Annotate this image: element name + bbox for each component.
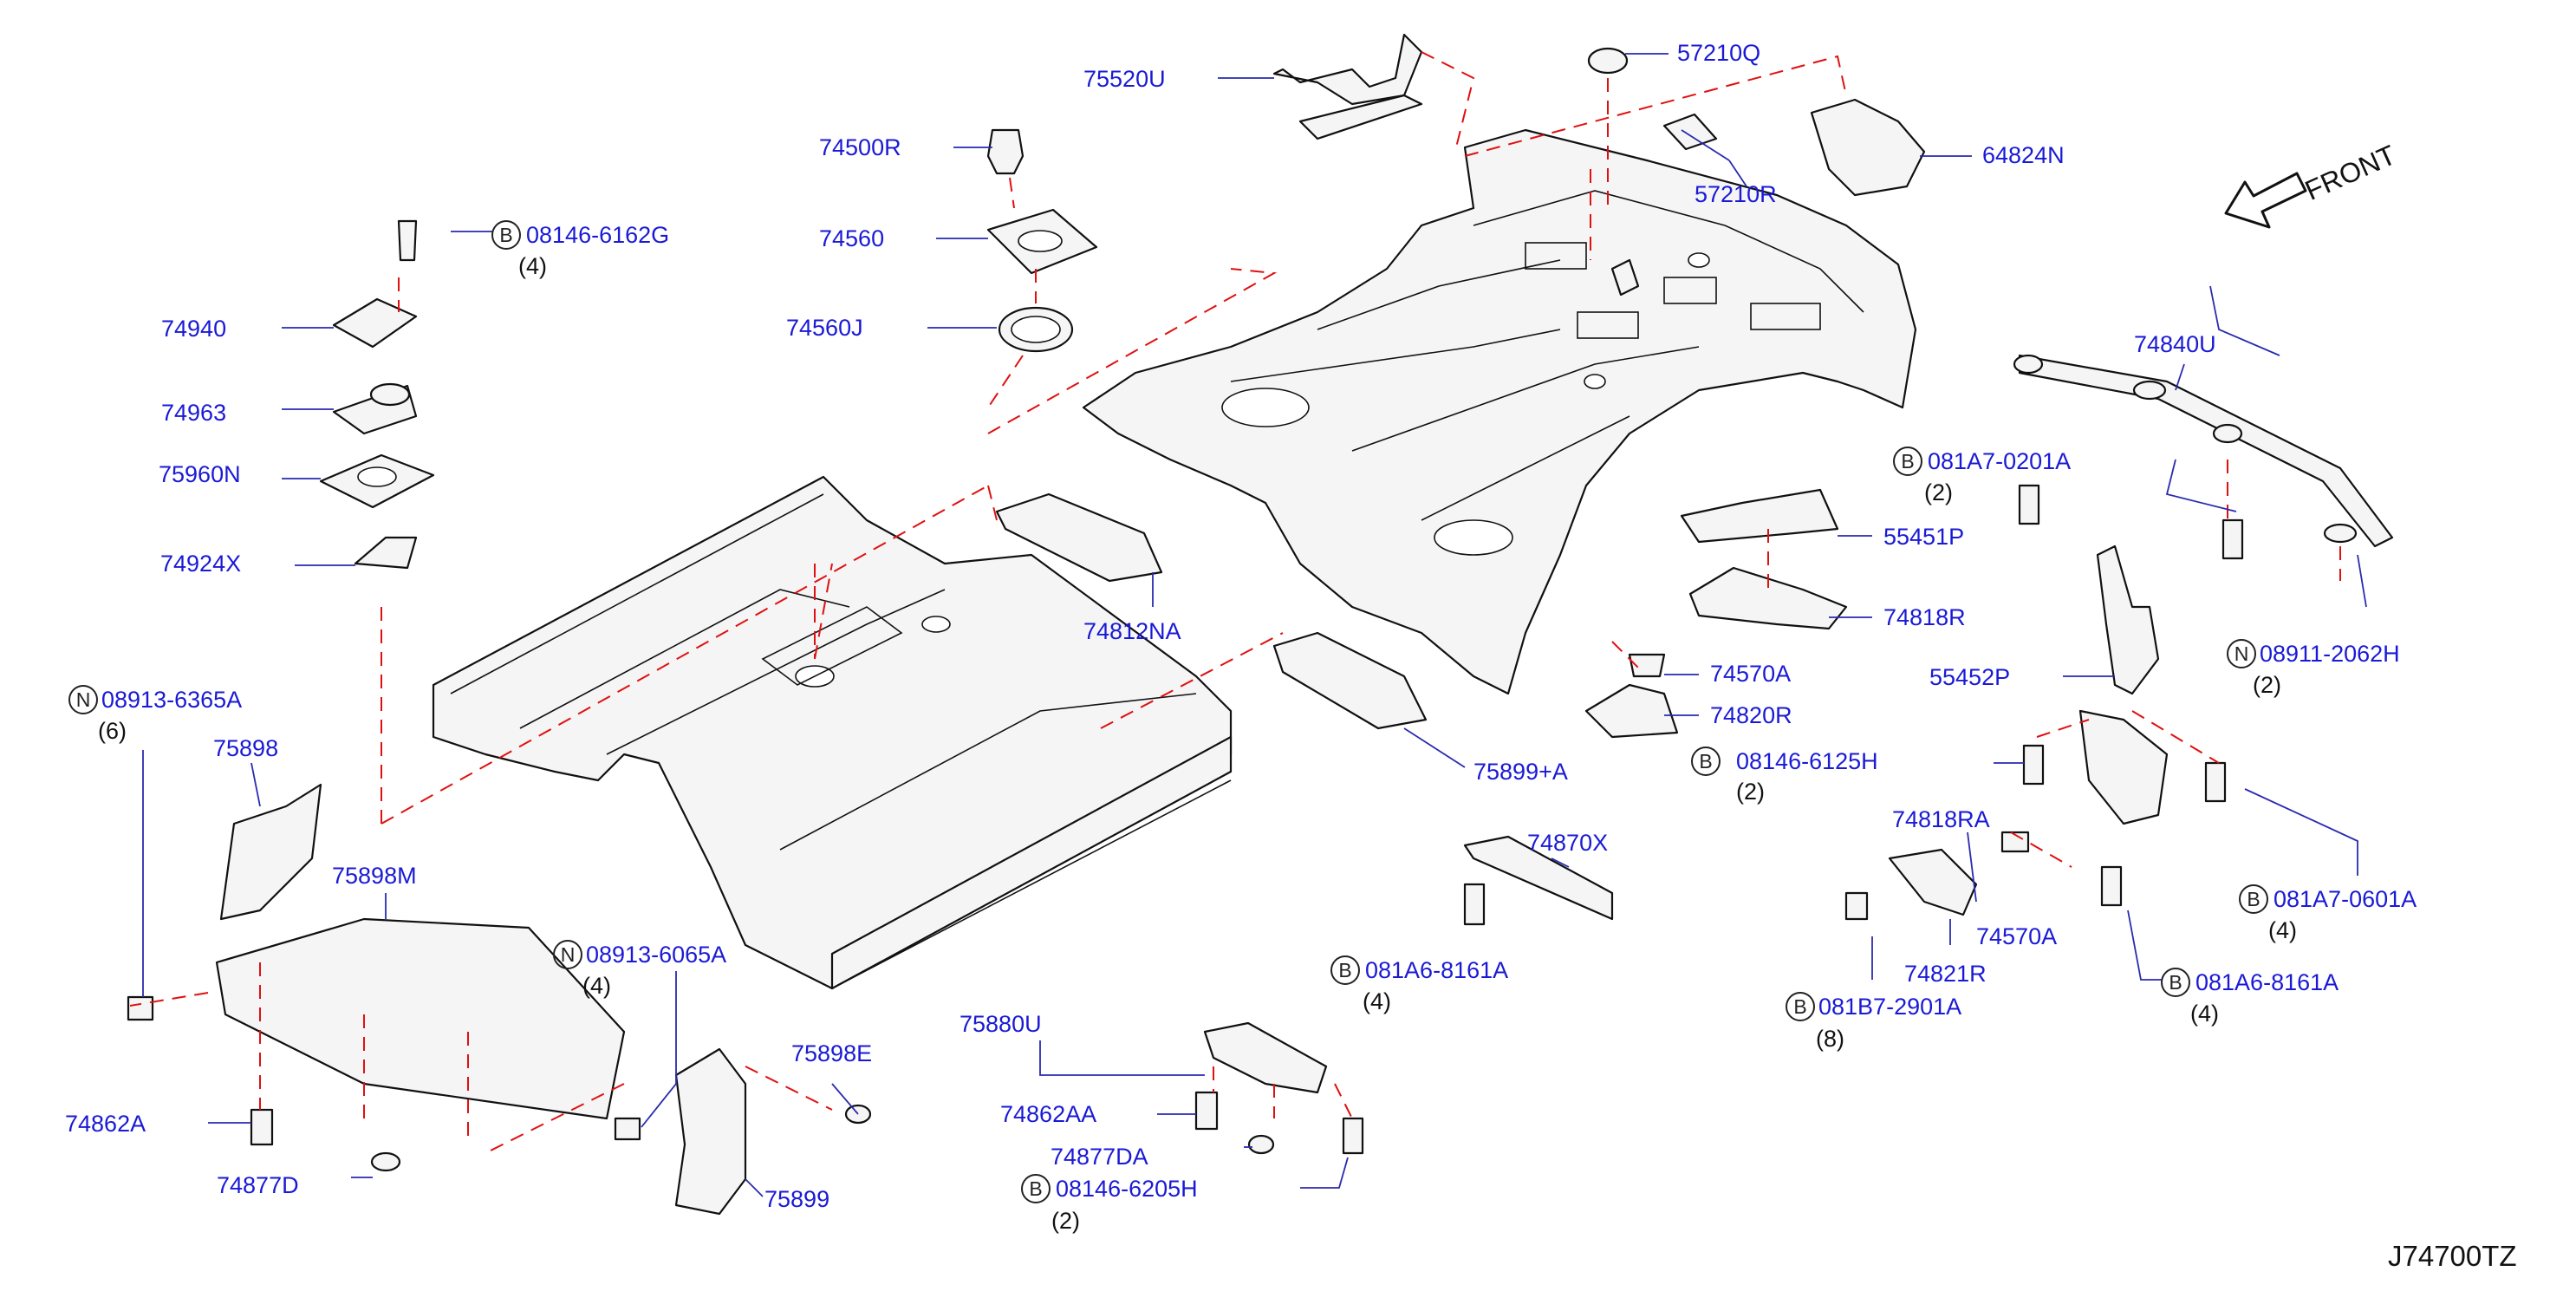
callout-74570A-lower[interactable]: 74570A bbox=[1976, 923, 2058, 949]
fastener-qty: (4) bbox=[582, 973, 611, 999]
fastener-prefix: B bbox=[1893, 447, 1922, 476]
fastener-qty: (4) bbox=[518, 253, 547, 279]
fastener-prefix: B bbox=[1691, 747, 1721, 776]
fastener-qty: (4) bbox=[2268, 917, 2297, 943]
callout-75880U[interactable]: 75880U bbox=[959, 1011, 1042, 1037]
fastener-081A6-8161A[interactable]: 081A6-8161A bbox=[1365, 957, 1509, 983]
callout-74560[interactable]: 74560 bbox=[819, 225, 885, 251]
fastener-08913-6365A[interactable]: 08913-6365A bbox=[101, 687, 243, 713]
fastener-prefix: N bbox=[2227, 639, 2256, 668]
callout-74820R[interactable]: 74820R bbox=[1710, 702, 1792, 728]
callout-75898M[interactable]: 75898M bbox=[332, 863, 417, 889]
front-floor-panel bbox=[432, 475, 1233, 990]
fastener-prefix: B bbox=[2161, 968, 2190, 997]
callout-74877D[interactable]: 74877D bbox=[217, 1172, 299, 1198]
fastener-081A7-0201A[interactable]: 081A7-0201A bbox=[1928, 448, 2072, 474]
fastener-qty: (6) bbox=[98, 718, 127, 744]
fastener-prefix: N bbox=[68, 685, 98, 714]
fastener-prefix: B bbox=[1021, 1174, 1051, 1203]
callout-74877DA[interactable]: 74877DA bbox=[1051, 1144, 1148, 1170]
fastener-prefix: B bbox=[491, 220, 521, 250]
callout-75960N[interactable]: 75960N bbox=[159, 461, 241, 487]
callout-55451P[interactable]: 55451P bbox=[1883, 524, 1965, 550]
rear-floor-panel bbox=[1082, 128, 1917, 695]
callout-75898[interactable]: 75898 bbox=[213, 735, 279, 761]
callout-74560J[interactable]: 74560J bbox=[786, 315, 863, 341]
fastener-qty: (8) bbox=[1816, 1026, 1844, 1052]
fastener-08911-2062H[interactable]: 08911-2062H bbox=[2260, 641, 2400, 667]
fastener-08146-6205H[interactable]: 08146-6205H bbox=[1056, 1176, 1198, 1202]
callout-75899-plus-A[interactable]: 75899+A bbox=[1473, 759, 1568, 785]
fastener-081A6-8161A[interactable]: 081A6-8161A bbox=[2195, 969, 2339, 995]
fastener-prefix: B bbox=[1786, 992, 1815, 1021]
fastener-08146-6162G[interactable]: 08146-6162G bbox=[526, 222, 670, 248]
callout-64824N[interactable]: 64824N bbox=[1982, 142, 2065, 168]
fastener-qty: (2) bbox=[1924, 479, 1953, 505]
callout-75520U[interactable]: 75520U bbox=[1083, 66, 1166, 92]
front-arrow-icon bbox=[2224, 172, 2307, 229]
callout-74963[interactable]: 74963 bbox=[161, 400, 227, 426]
fastener-prefix: B bbox=[1330, 955, 1360, 985]
fastener-08146-6125H[interactable]: 08146-6125H bbox=[1736, 748, 1878, 774]
callout-74870X[interactable]: 74870X bbox=[1527, 830, 1609, 856]
fastener-qty: (2) bbox=[2253, 672, 2281, 698]
small-parts bbox=[127, 33, 2394, 1216]
leader-lines bbox=[142, 53, 2367, 1197]
fastener-081A7-0601A[interactable]: 081A7-0601A bbox=[2274, 886, 2417, 912]
callout-57210Q[interactable]: 57210Q bbox=[1677, 40, 1761, 66]
dashed-guides bbox=[129, 51, 2341, 1154]
callout-74924X[interactable]: 74924X bbox=[160, 551, 242, 577]
callout-74570A-upper[interactable]: 74570A bbox=[1710, 661, 1792, 687]
fastener-qty: (4) bbox=[2190, 1001, 2219, 1027]
fastener-prefix: B bbox=[2239, 884, 2268, 914]
callout-74812NA[interactable]: 74812NA bbox=[1083, 618, 1181, 644]
callout-74500R[interactable]: 74500R bbox=[819, 134, 901, 160]
fastener-prefix: N bbox=[553, 940, 582, 969]
callout-74862A[interactable]: 74862A bbox=[65, 1111, 146, 1137]
callout-74840U[interactable]: 74840U bbox=[2134, 331, 2216, 357]
callout-55452P[interactable]: 55452P bbox=[1929, 664, 2011, 690]
callout-57210R[interactable]: 57210R bbox=[1695, 181, 1777, 207]
callout-74818RA[interactable]: 74818RA bbox=[1892, 806, 1990, 832]
callout-75898E[interactable]: 75898E bbox=[791, 1040, 873, 1066]
fastener-qty: (4) bbox=[1363, 988, 1391, 1014]
callout-74821R[interactable]: 74821R bbox=[1904, 961, 1987, 987]
callout-74940[interactable]: 74940 bbox=[161, 316, 227, 342]
fastener-08913-6065A[interactable]: 08913-6065A bbox=[586, 942, 727, 968]
callout-74862AA[interactable]: 74862AA bbox=[1000, 1101, 1097, 1127]
fastener-081B7-2901A[interactable]: 081B7-2901A bbox=[1818, 994, 1962, 1020]
callout-75899[interactable]: 75899 bbox=[764, 1186, 830, 1212]
fastener-qty: (2) bbox=[1736, 779, 1765, 805]
fastener-qty: (2) bbox=[1051, 1208, 1080, 1234]
diagram-code: J74700TZ bbox=[2388, 1240, 2517, 1272]
callout-74818R[interactable]: 74818R bbox=[1883, 604, 1966, 630]
